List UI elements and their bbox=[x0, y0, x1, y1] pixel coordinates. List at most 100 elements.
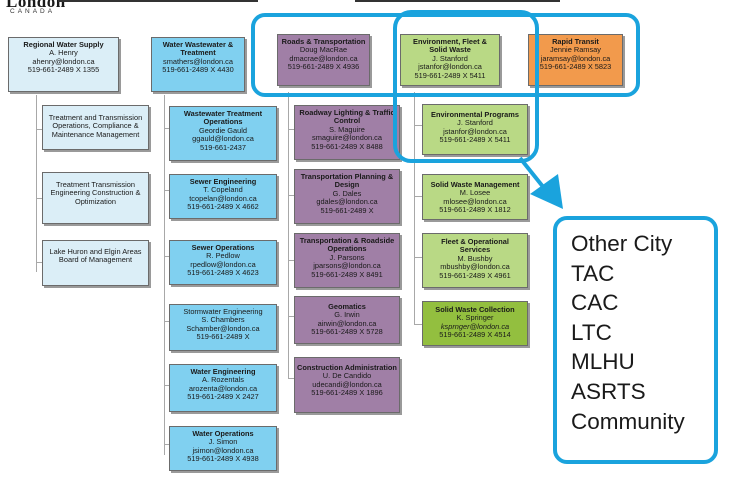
org-box-fleet-operational-services: Fleet & Operational Services M. Bushby m… bbox=[422, 233, 528, 288]
connector-line bbox=[288, 378, 294, 379]
box-title: Sewer Operations bbox=[191, 243, 255, 252]
box-line: 519-661-2489 X bbox=[196, 332, 250, 342]
callout-item: LTC bbox=[571, 319, 612, 345]
connector-line bbox=[164, 444, 169, 445]
box-line: M. Bushby bbox=[457, 253, 493, 263]
org-box-lake-huron-elgin-board: Lake Huron and Elgin Areas Board of Mana… bbox=[42, 240, 149, 286]
org-box-wastewater-treatment-operations: Wastewater Treatment Operations Geordie … bbox=[169, 106, 277, 161]
connector-line bbox=[414, 196, 422, 197]
connector-line bbox=[288, 129, 294, 130]
org-box-stormwater-engineering: Stormwater Engineering S. Chambers Scham… bbox=[169, 304, 277, 351]
box-line: 519-661-2489 X 4514 bbox=[439, 330, 511, 340]
connector-line bbox=[414, 125, 422, 126]
connector-line bbox=[288, 316, 294, 317]
org-box-roadway-lighting-traffic-control: Roadway Lighting & Traffic Control S. Ma… bbox=[294, 105, 400, 160]
org-box-regional-water-supply: Regional Water Supply A. Henry ahenry@lo… bbox=[8, 37, 119, 92]
box-line: G. Dales bbox=[332, 188, 362, 198]
box-line: 519-661-2489 X 4623 bbox=[187, 268, 259, 278]
connector-line bbox=[36, 95, 37, 272]
connector-line bbox=[36, 262, 42, 263]
logo-sub: CANADA bbox=[10, 8, 56, 15]
org-box-solid-waste-collection: Solid Waste Collection K. Springer ksprn… bbox=[422, 301, 528, 346]
box-title: Treatment Transmission Engineering Const… bbox=[50, 180, 141, 206]
box-line: arozenta@london.ca bbox=[188, 383, 258, 393]
box-line: 519-661-2489 X 8488 bbox=[311, 141, 383, 151]
org-box-water-wastewater-treatment: Water Wastewater & Treatment smathers@lo… bbox=[151, 37, 245, 92]
box-title: Transportation & Roadside Operations bbox=[299, 236, 395, 254]
box-title: Water Engineering bbox=[190, 367, 256, 376]
header-line bbox=[355, 0, 560, 2]
box-line: J. Parsons bbox=[329, 252, 365, 262]
logo-name: London bbox=[6, 0, 66, 11]
org-box-rapid-transit: Rapid Transit Jennie Ramsay jaramsay@lon… bbox=[528, 34, 623, 86]
callout-item: CAC bbox=[571, 290, 619, 316]
box-line: ksprnger@london.ca bbox=[440, 321, 510, 331]
box-line: 519-661-2489 X 5728 bbox=[311, 327, 383, 337]
connector-line bbox=[414, 324, 422, 325]
box-title: Construction Administration bbox=[297, 363, 397, 372]
box-line: tcopelan@london.ca bbox=[189, 193, 257, 203]
box-title: Geomatics bbox=[328, 302, 366, 311]
box-line: 519-661-2437 bbox=[199, 142, 247, 152]
box-title: Lake Huron and Elgin Areas Board of Mana… bbox=[49, 247, 142, 265]
box-line: U. De Candido bbox=[322, 371, 372, 381]
callout-item: Community bbox=[571, 408, 685, 434]
box-line: jsimon@london.ca bbox=[192, 445, 254, 455]
box-line: K. Springer bbox=[456, 313, 494, 323]
callout-item: Other City bbox=[571, 231, 673, 256]
box-line: 519-661-2489 X 4961 bbox=[439, 270, 511, 280]
connector-line bbox=[288, 195, 294, 196]
box-title: Stormwater Engineering bbox=[183, 307, 263, 316]
header-line bbox=[58, 0, 258, 2]
box-line: Schamber@london.ca bbox=[186, 323, 260, 333]
box-line: gdales@london.ca bbox=[316, 197, 378, 207]
highlight-frame-environment bbox=[393, 10, 539, 163]
org-box-water-operations: Water Operations J. Simon jsimon@london.… bbox=[169, 426, 277, 471]
box-title: Solid Waste Collection bbox=[435, 305, 515, 314]
box-title: Treatment and Transmission Operations, C… bbox=[48, 113, 143, 139]
connector-line bbox=[288, 92, 289, 378]
box-line: dmacrae@london.ca bbox=[289, 53, 358, 63]
org-box-construction-administration: Construction Administration U. De Candid… bbox=[294, 357, 400, 413]
connector-line bbox=[36, 198, 42, 199]
box-line: 519-661-2489 X 5823 bbox=[539, 62, 612, 72]
box-title: Solid Waste Management bbox=[430, 180, 520, 189]
org-box-solid-waste-management: Solid Waste Management M. Losee mlosee@l… bbox=[422, 174, 528, 220]
org-box-roads-transportation: Roads & Transportation Doug MacRae dmacr… bbox=[277, 34, 370, 86]
box-line: Geordie Gauld bbox=[198, 125, 248, 135]
box-line: smathers@london.ca bbox=[163, 56, 233, 66]
box-title: Rapid Transit bbox=[552, 37, 599, 46]
org-box-sewer-operations: Sewer Operations R. Pedlow rpedlow@londo… bbox=[169, 240, 277, 285]
connector-line bbox=[164, 128, 169, 129]
box-title: Roads & Transportation bbox=[281, 37, 366, 46]
connector-line bbox=[164, 321, 169, 322]
box-line: jstanfor@london.ca bbox=[418, 62, 482, 72]
box-line: A. Henry bbox=[49, 48, 78, 58]
box-title: Sewer Engineering bbox=[189, 177, 257, 186]
highlight-frame-top-row bbox=[251, 13, 640, 97]
box-title: Regional Water Supply bbox=[23, 40, 104, 49]
box-line: J. Simon bbox=[208, 437, 238, 447]
box-line: 519-661-2489 X 5411 bbox=[414, 70, 486, 80]
box-line: A. Rozentals bbox=[202, 375, 244, 385]
box-line: 519-661-2489 X 1355 bbox=[27, 65, 100, 75]
box-line: 519-661-2489 X 4938 bbox=[187, 454, 259, 464]
callout-item: MLHU bbox=[571, 349, 635, 375]
org-box-environmental-programs: Environmental Programs J. Stanford jstan… bbox=[422, 104, 528, 155]
box-line: 519-661-2489 X 2427 bbox=[187, 392, 259, 402]
box-line: 519-661-2489 X 4936 bbox=[287, 62, 360, 72]
box-title: Environment, Fleet & Solid Waste bbox=[413, 37, 487, 55]
box-line: M. Losee bbox=[459, 188, 491, 198]
connector-line bbox=[414, 257, 422, 258]
box-line: jaramsay@london.ca bbox=[540, 53, 611, 63]
org-box-sewer-engineering: Sewer Engineering T. Copeland tcopelan@l… bbox=[169, 174, 277, 219]
connector-line bbox=[288, 260, 294, 261]
box-title: Water Wastewater & Treatment bbox=[162, 40, 234, 58]
box-line: 519-661-2489 X 8491 bbox=[311, 269, 383, 279]
box-line: rpedlow@london.ca bbox=[190, 259, 256, 269]
connector-line bbox=[164, 256, 169, 257]
box-title: Transportation Planning & Design bbox=[300, 172, 394, 190]
callout-item: ASRTS bbox=[571, 378, 646, 404]
box-line: smaguire@london.ca bbox=[312, 133, 382, 143]
box-line: 519-661-2489 X 4662 bbox=[187, 202, 259, 212]
